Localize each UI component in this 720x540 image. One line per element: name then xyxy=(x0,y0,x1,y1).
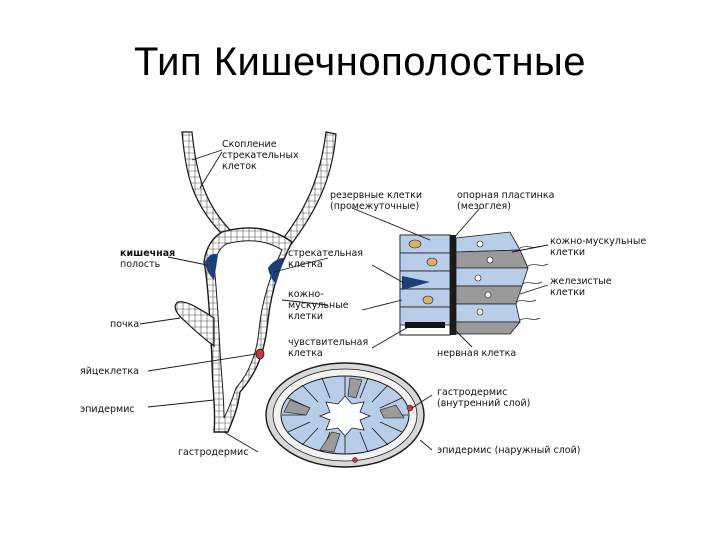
label-sensory-cell-1: чувствительная xyxy=(288,337,368,348)
label-skin-muscle-left-1: кожно- xyxy=(288,289,324,300)
cross-section xyxy=(265,362,425,468)
label-support-plate-2: (мезоглея) xyxy=(457,201,511,212)
label-cnidocyte-cluster-2: стрекательных xyxy=(222,150,299,161)
label-skin-muscle-left-3: клетки xyxy=(288,311,323,322)
label-stinging-cell-2: клетка xyxy=(288,259,323,270)
cross-section-cavity xyxy=(318,395,372,437)
hydra-body xyxy=(174,131,337,433)
label-reserve-cells-1: резервные клетки xyxy=(330,190,422,201)
label-reserve-cells-2: (промежуточные) xyxy=(330,201,419,212)
label-cnidocyte-cluster-3: клеток xyxy=(222,161,257,172)
label-epidermis: эпидермис xyxy=(80,404,135,415)
hypostome-patch-right xyxy=(268,258,284,284)
label-glandular-1: железистые xyxy=(550,276,612,287)
egg-cell xyxy=(255,348,265,360)
label-gastrodermis: гастродермис xyxy=(178,447,248,458)
label-gastrodermis-inner-2: (внутренний слой) xyxy=(437,398,530,409)
label-gut-cavity-2: полость xyxy=(120,259,161,270)
label-bud: почка xyxy=(110,319,139,330)
label-cnidocyte-cluster-1: Скопление xyxy=(222,139,277,150)
label-gut-cavity-1: кишечная xyxy=(120,248,175,259)
label-skin-muscle-left-2: мускульные xyxy=(288,300,349,311)
label-skin-muscle-right-1: кожно-мускульные xyxy=(550,236,646,247)
leader-lines xyxy=(139,149,549,453)
label-support-plate-1: опорная пластинка xyxy=(457,190,554,201)
label-sensory-cell-2: клетка xyxy=(288,348,323,359)
label-stinging-cell-1: стрекательная xyxy=(288,248,363,259)
radial-cells xyxy=(282,376,408,454)
label-epidermis-outer: эпидермис (наружный слой) xyxy=(437,445,580,456)
label-egg-cell: яйцеклетка xyxy=(80,366,139,377)
label-glandular-2: клетки xyxy=(550,287,585,298)
labels: Скопление стрекательных клеток кишечная … xyxy=(80,139,646,458)
hypostome-patch-left xyxy=(205,253,218,280)
label-gastrodermis-inner-1: гастродермис xyxy=(437,387,507,398)
label-nerve-cell: нервная клетка xyxy=(437,348,516,359)
tissue-enlargement xyxy=(399,231,549,336)
slide-title: Тип Кишечнополостные xyxy=(133,40,587,84)
bud xyxy=(174,301,215,348)
glandular-wedges xyxy=(283,377,405,453)
label-skin-muscle-right-2: клетки xyxy=(550,247,585,258)
